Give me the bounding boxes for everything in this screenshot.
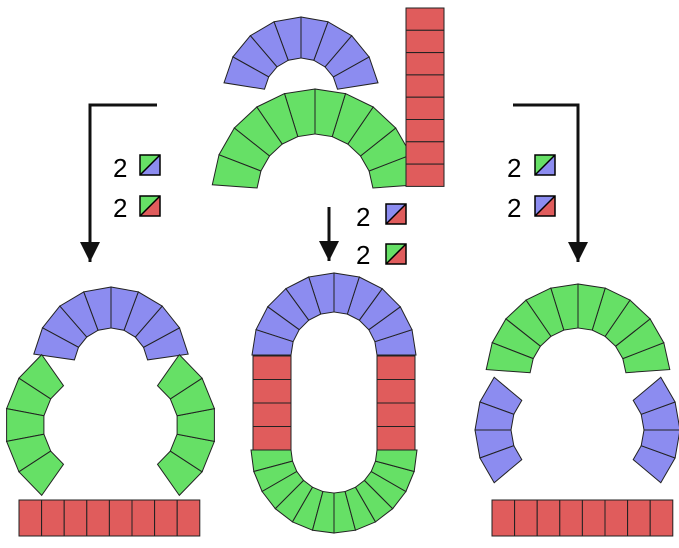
left-arrow-head [80, 242, 100, 262]
right-green-arc-segment [485, 342, 534, 374]
legend-right-count-1: 2 [507, 153, 521, 183]
legend-left: 2 2 [113, 153, 161, 223]
loop-red-right-segment [376, 426, 416, 451]
left-red-row-segment [176, 499, 201, 537]
left-red-row-segment [86, 499, 110, 537]
legend-icon-red-green-border [139, 195, 161, 217]
loop-blue-arc-segment [251, 329, 294, 356]
left-arrow-line [88, 103, 157, 262]
right-red-row-segment [604, 499, 629, 537]
right-red-row-segment [514, 499, 538, 537]
left-green-arc-segment [156, 353, 203, 400]
left-red-row-segment [41, 499, 65, 537]
legend-center-count-1: 2 [356, 202, 370, 232]
legend-icon-red-blue-divider [534, 195, 556, 217]
loop-red-right-segment [376, 379, 416, 404]
left-red-row-segment [131, 499, 156, 537]
right-arrow-head [568, 242, 588, 262]
left-red-row-segment [63, 499, 88, 537]
blue-arc-segment [223, 56, 270, 90]
right-red-row-segment [491, 499, 516, 537]
loop-red-right-segment [376, 402, 416, 427]
legend-icon-blue-green-border [534, 154, 556, 176]
legend-center: 2 2 [356, 202, 407, 270]
red-column-segment [405, 119, 445, 143]
loop-red-right-segment [376, 355, 416, 380]
right-red-row-segment [581, 499, 606, 537]
legend-icon-red-green-border [385, 243, 407, 265]
legend-icon-blue-green-divider [534, 154, 556, 176]
loop-red-left-segment [252, 426, 292, 451]
left-red-row-segment [108, 499, 133, 537]
right-blue-arc-segment [479, 445, 523, 484]
left-blue-arc-segment [33, 327, 80, 361]
loop-green-arc-segment [374, 449, 418, 473]
loop-red-left-segment [252, 402, 292, 427]
center-arrow-head [319, 241, 339, 261]
right-blue-arc-segment [632, 376, 676, 415]
right-arrow-line [513, 103, 580, 262]
red-column-segment [405, 52, 445, 76]
legend-icon-red-blue-border [385, 203, 407, 225]
legend-left-count-1: 2 [113, 153, 127, 183]
red-column-segment [405, 74, 445, 98]
legend-left-count-2: 2 [113, 193, 127, 223]
red-column-segment [405, 29, 445, 54]
left-red-row-segment [154, 499, 178, 537]
right-red-row-segment [627, 499, 651, 537]
red-column-segment [405, 96, 445, 120]
center-loop-assembly [250, 272, 418, 534]
right-assembly [474, 283, 679, 537]
top-building-blocks [211, 7, 445, 189]
red-column-segment [405, 163, 445, 187]
right-red-row-segment [536, 499, 561, 537]
legend-icon-blue-green-border [139, 154, 161, 176]
legend-icon-red-blue-border [534, 195, 556, 217]
transition-arrows [80, 103, 588, 262]
loop-red-left-segment [252, 379, 292, 404]
legend-center-count-2: 2 [356, 240, 370, 270]
loop-red-left-segment [252, 355, 292, 380]
legend-icon-red-green-divider [139, 195, 161, 217]
legend-icon-red-green-divider [385, 243, 407, 265]
green-arc-segment [211, 154, 262, 189]
left-assembly [5, 286, 216, 537]
right-red-row-segment [649, 499, 674, 537]
legend-right: 2 2 [507, 153, 556, 223]
legend-icon-red-blue-divider [385, 203, 407, 225]
legend-right-count-2: 2 [507, 193, 521, 223]
left-red-row-segment [18, 499, 43, 537]
left-green-arc-segment [18, 450, 65, 497]
legend-icon-blue-green-divider [139, 154, 161, 176]
right-red-row-segment [559, 499, 583, 537]
red-column-segment [405, 7, 445, 31]
red-column-segment [405, 141, 445, 165]
